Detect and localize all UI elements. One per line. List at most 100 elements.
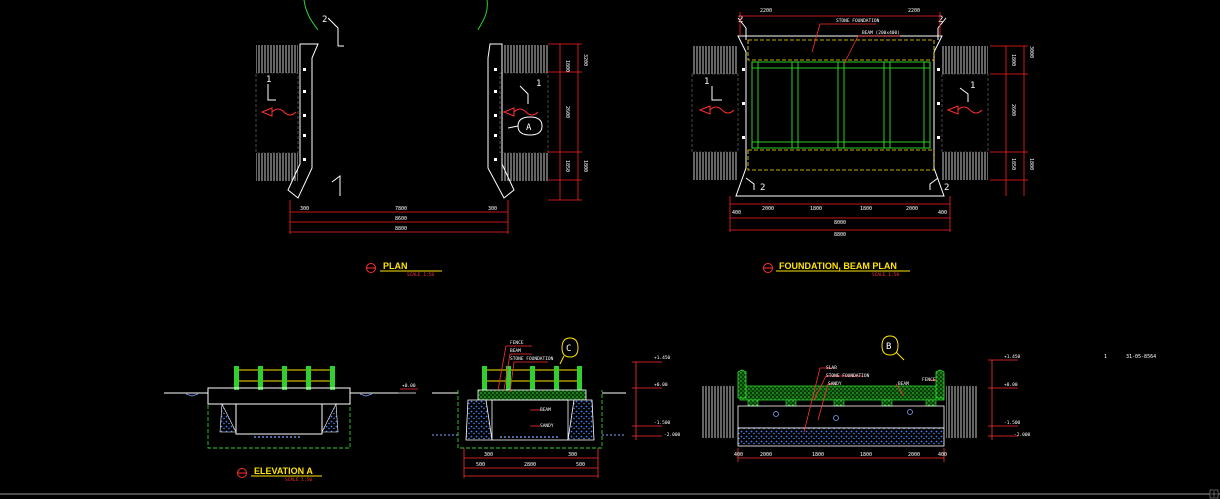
fp-section-mark-2b: 2 [938, 15, 943, 25]
plan-dim-3: 8800 [395, 226, 407, 232]
fp-title: FOUNDATION, BEAM PLAN [779, 261, 897, 271]
section-b-label-slab: SLAB [826, 365, 837, 371]
fp-dim-right-3: 2600 [1010, 104, 1016, 116]
section-c-foundation-left [465, 399, 493, 441]
section-b-label-stone: STONE FOUNDATION [826, 373, 870, 379]
fp-section-mark-2a: 2 [738, 15, 743, 25]
plan-bubble-a-label: A [526, 123, 532, 133]
fp-dim-b6: 400 [938, 210, 947, 216]
fp-dim-right-5: 1800 [1028, 158, 1034, 170]
section-b-view: B SLAB STONE FOUNDATION SANDY FENCE [702, 335, 1031, 462]
plan-wall-right [487, 43, 515, 199]
section-c-dim-1: 500 [476, 462, 485, 468]
section-b-bubble-label: B [886, 342, 891, 352]
fp-dim-b3: 1800 [810, 206, 822, 212]
plan-title: PLAN [383, 261, 408, 271]
section-c-foundation-right [567, 399, 595, 441]
fp-hatch-left-top [692, 46, 738, 74]
section-c-label-stone: STONE FOUNDATION [510, 356, 554, 362]
fp-dim-top-2: 2200 [908, 8, 920, 14]
fp-hatch-right-top [942, 46, 988, 74]
section-b-level-4: -2.000 [1014, 432, 1031, 438]
plan-dim-small-1: 300 [300, 206, 309, 212]
plan-dim-1: 7800 [395, 206, 407, 212]
section-c-label-beam: BEAM [510, 348, 521, 354]
fp-dim-right-1: 3000 [1028, 46, 1034, 58]
section-c-level-3: -1.500 [654, 420, 671, 426]
fp-scale: SCALE 1:50 [872, 272, 899, 278]
section-c-dim-small-2: 300 [568, 452, 577, 458]
plan-dim-right-3: 2600 [564, 106, 570, 118]
plan-view: 2 1 1 A 7800 8600 8800 300 300 3200 [255, 0, 588, 278]
fp-label-stone: STONE FOUNDATION [836, 18, 880, 24]
section-b-label-sandy: SANDY [828, 381, 842, 387]
terrain-line-right [477, 0, 488, 31]
section-c-dim-small-1: 300 [484, 452, 493, 458]
section-b-level-3: -1.500 [1004, 420, 1021, 426]
plan-dim-right-2: 1800 [564, 60, 570, 72]
plan-dim-right-5: 1800 [582, 160, 588, 172]
flow-arrow-right [502, 107, 539, 117]
section-c-level-1: +1.450 [654, 355, 671, 361]
section-c-label-fence: FENCE [510, 340, 524, 346]
fp-dim-b2: 2000 [762, 206, 774, 212]
plan-wall-left [287, 43, 319, 199]
plan-dim-right-4: 1850 [564, 160, 570, 172]
terrain-line-left [303, 0, 319, 31]
section-c-label-beam-2: BEAM [540, 407, 551, 413]
fp-dim-b1: 400 [732, 210, 741, 216]
sheet-note-index: 1 [1104, 354, 1107, 360]
plan-hatch-left-bottom [256, 153, 298, 181]
section-b-dim-2: 2000 [760, 452, 772, 458]
plan-section-mark-2: 2 [322, 15, 327, 25]
section-c-level-4: -2.000 [664, 432, 681, 438]
plan-hatch-right-top [500, 45, 548, 73]
fp-section-mark-2d: 2 [944, 183, 949, 193]
section-c-dim-3: 500 [576, 462, 585, 468]
plan-dim-right-1: 3200 [582, 54, 588, 66]
section-c-level-2: +0.00 [654, 382, 668, 388]
plan-dim-small-2: 300 [488, 206, 497, 212]
sheet-note-code: 31-05-8564 [1126, 354, 1156, 360]
plan-scale: SCALE 1:50 [407, 272, 434, 278]
section-b-slab [739, 385, 945, 401]
plan-hatch-right-bottom [500, 153, 548, 181]
plan-section-mark-1-left: 1 [266, 75, 271, 85]
fp-dim-b5: 2000 [906, 206, 918, 212]
section-c-bubble-label: C [566, 344, 571, 354]
elevation-level: +0.00 [402, 383, 416, 389]
section-b-label-fence: FENCE [922, 377, 936, 383]
fp-dim-right-2: 1800 [1010, 54, 1016, 66]
elevation-a-view: +0.00 ELEVATION A SCALE 1:50 [164, 366, 418, 483]
section-b-dim-3: 1800 [812, 452, 824, 458]
fp-hatch-left-bottom [692, 152, 738, 180]
flow-arrow-left [260, 107, 297, 117]
fp-section-mark-1a: 1 [704, 77, 709, 87]
plan-section-mark-1-right: 1 [536, 79, 541, 89]
fp-section-mark-2c: 2 [760, 183, 765, 193]
section-c-view: C FENCE BEAM [432, 337, 681, 478]
section-b-level-2: +0.00 [1004, 382, 1018, 388]
section-c-dim-2: 2800 [524, 462, 536, 468]
resize-grip-icon[interactable] [1209, 489, 1219, 499]
plan-hatch-left-top [256, 45, 298, 73]
elevation-scale: SCALE 1:50 [285, 477, 312, 483]
section-b-dim-6: 400 [938, 452, 947, 458]
section-b-dim-5: 2000 [908, 452, 920, 458]
fp-label-beam: BEAM (200x400) [862, 30, 900, 36]
section-b-bubble [881, 335, 905, 361]
section-b-level-1: +1.450 [1004, 354, 1021, 360]
section-b-label-beam: BEAM [898, 381, 909, 387]
elevation-title: ELEVATION A [254, 466, 313, 476]
fp-hatch-right-bottom [942, 152, 988, 180]
foundation-plan-view: 2 2 1 1 2 2 STONE FOUNDATION BEAM (200x4… [691, 8, 1034, 278]
fp-dim-total-2: 8800 [834, 232, 846, 238]
section-b-dim-1: 400 [734, 452, 743, 458]
section-b-dim-4: 1800 [860, 452, 872, 458]
fp-dim-total-1: 8000 [834, 220, 846, 226]
section-c-bubble [559, 337, 579, 365]
fp-section-mark-1b: 1 [970, 81, 975, 91]
plan-bubble-a [507, 116, 543, 136]
plan-dim-2: 8600 [395, 216, 407, 222]
